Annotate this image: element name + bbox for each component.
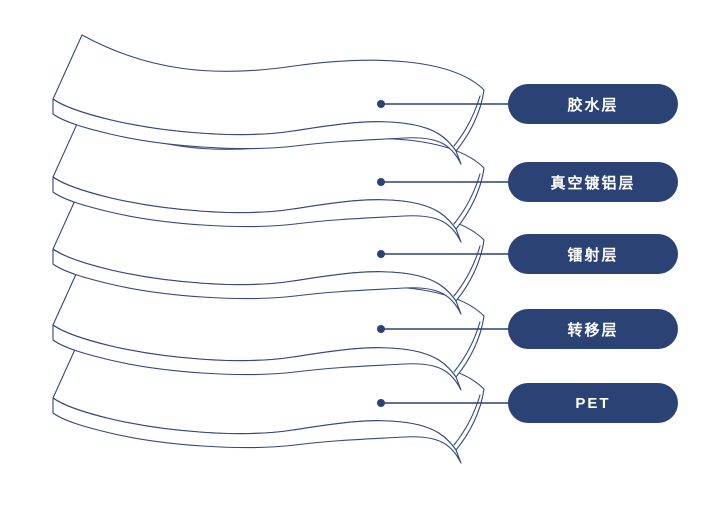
layer-label: 胶水层 — [567, 96, 619, 114]
layer-label-pill-vacuum-aluminized: 真空镀铝层 — [508, 162, 678, 202]
connector-dot — [377, 399, 385, 407]
connector-2 — [377, 178, 512, 186]
layer-label: 转移层 — [567, 321, 619, 339]
connector-1 — [377, 100, 512, 108]
layer-label: PET — [575, 394, 611, 412]
layer-label: 镭射层 — [567, 246, 619, 264]
connector-5 — [377, 399, 512, 407]
layer-label-pill-glue: 胶水层 — [508, 84, 678, 124]
connector-dot — [377, 100, 385, 108]
connector-dot — [377, 178, 385, 186]
layer-label: 真空镀铝层 — [550, 174, 636, 192]
layer-label-pill-pet: PET — [508, 383, 678, 423]
layer-label-pill-transfer: 转移层 — [508, 309, 678, 349]
layer-label-pill-laser: 镭射层 — [508, 234, 678, 274]
connector-3 — [377, 250, 512, 258]
connector-dot — [377, 325, 385, 333]
connector-dot — [377, 250, 385, 258]
connector-4 — [377, 325, 512, 333]
